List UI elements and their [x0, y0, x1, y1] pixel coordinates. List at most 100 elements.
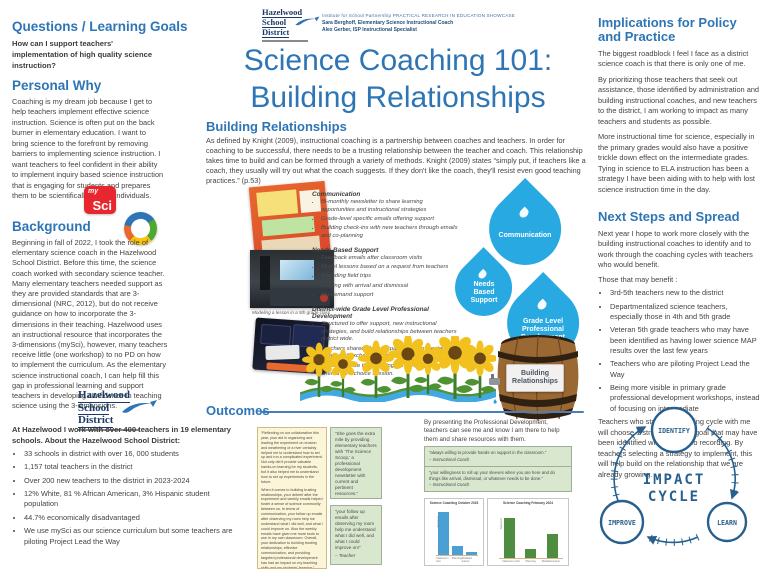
- water-drop-needs-based-support: Needs Based Support: [443, 247, 525, 329]
- implications-p2: By prioritizing those teachers that seek…: [598, 74, 760, 126]
- implications-heading: Implications for Policy and Practice: [598, 15, 737, 45]
- chart-plot-area: Teachers: [499, 507, 563, 559]
- questions-text: How can I support teachers' implementati…: [12, 38, 153, 70]
- poster-title: Science Coaching 101: Building Relations…: [206, 42, 590, 116]
- hazelwood-swoosh-icon: [295, 16, 320, 26]
- hazelwood-logo-line3: District: [78, 414, 114, 428]
- communication-list: Bi-monthly newsletter to share learning …: [312, 199, 458, 241]
- list-item: Being more visible in primary grade prof…: [610, 383, 760, 414]
- category-label: Modeled lesson: [541, 560, 560, 563]
- background-section: Background Beginning in fall of 2022, I …: [12, 219, 172, 412]
- newsletter-note-yellow: [256, 189, 299, 217]
- quote-text: “your follow up emails after observing m…: [335, 509, 376, 550]
- list-item: 1,157 total teachers in the district: [24, 462, 240, 472]
- classroom-screen: [280, 260, 314, 280]
- personal-why-heading: Personal Why: [12, 77, 102, 93]
- left-column: Questions / Learning Goals How can I sup…: [12, 19, 237, 202]
- district-stats-section: At Hazelwood I work with over 400 teache…: [12, 424, 240, 550]
- institute-line: Institute for School Partnership PRACTIC…: [322, 13, 516, 18]
- card-1: [260, 323, 292, 346]
- list-item: Departmentalized science teachers, espec…: [610, 302, 760, 323]
- list-item: 33 schools in district with over 16, 000…: [24, 449, 240, 459]
- mysci-logo-sci: Sci: [92, 198, 112, 213]
- method-heading-needs: Needs Based Support: [312, 246, 379, 254]
- classroom-detail: [320, 294, 328, 302]
- chart-categories: Classroom visit Planning Modeled lesson: [436, 557, 478, 563]
- method-heading-pd: District-wide Grade Level Professional D…: [312, 305, 429, 320]
- classroom-students: [270, 288, 330, 306]
- bar-modeled-lesson: [465, 551, 477, 555]
- list-item: Teachers who are piloting Project Lead t…: [610, 359, 760, 380]
- district-intro: At Hazelwood I work with over 400 teache…: [12, 425, 232, 445]
- list-item: Helping with arrival and dismissal: [321, 283, 458, 291]
- category-label: Classroom visit: [436, 557, 449, 563]
- quote-box-follow-up: “your follow up emails after observing m…: [330, 505, 382, 565]
- hazelwood-logo-line3: District: [262, 27, 290, 38]
- classroom-photo: [250, 250, 334, 308]
- drop-label-line: Professional: [521, 325, 564, 333]
- quote-text: “always willing to provide hands-on supp…: [429, 450, 547, 455]
- barrel-label-line1: Building: [521, 369, 549, 377]
- quote-text: “She goes the extra mile by providing el…: [335, 431, 377, 496]
- quote-box-hands-on: “always willing to provide hands-on supp…: [424, 446, 572, 467]
- drop-label-line: Communication: [498, 231, 552, 239]
- district-stats-list: 33 schools in district with over 16, 000…: [12, 449, 240, 547]
- barrel-label: Building Relationships: [506, 364, 564, 392]
- quote-attribution: – Teacher: [335, 552, 356, 558]
- bar-planning: [451, 545, 463, 555]
- hazelwood-tagline-bar: [78, 429, 140, 431]
- list-item: On-demand support: [321, 292, 458, 300]
- chart-plot-area: Teachers: [436, 507, 478, 556]
- quote-box-science-scoop: “She goes the extra mile by providing el…: [330, 427, 382, 499]
- building-relationships-intro: As defined by Knight (2009), instruction…: [206, 136, 586, 186]
- hazelwood-logo-line2: School: [78, 401, 110, 415]
- drop-label: Communication: [482, 186, 568, 272]
- category-label: Planning: [451, 557, 462, 560]
- background-text: Beginning in fall of 2022, I took the ro…: [12, 237, 168, 411]
- list-item: Grade-level specific emails offering sup…: [321, 216, 458, 224]
- identify-circle: [650, 406, 698, 454]
- needs-based-list: Feedback emails after classroom visits M…: [312, 255, 458, 300]
- mysci-logo: my Sci: [84, 186, 116, 214]
- list-item: Building check-ins with new teachers thr…: [321, 225, 458, 241]
- barrel-label-line2: Relationships: [512, 378, 558, 385]
- personal-why-text: Coaching is my dream job because I get t…: [12, 96, 164, 201]
- hazelwood-logo-left: Hazelwood School District: [78, 390, 158, 431]
- list-item: 12% White, 81 % African American, 3% His…: [24, 489, 240, 510]
- list-item: Bi-monthly newsletter to share learning …: [321, 199, 458, 215]
- hazelwood-tagline-bar: [262, 39, 308, 42]
- hazelwood-logo-line1: Hazelwood: [78, 389, 130, 403]
- chart-ylabel: Teachers: [436, 515, 440, 528]
- bar-classroom-visit: [437, 512, 449, 555]
- mysci-logo-my: my: [88, 188, 99, 195]
- list-item: Model lessons based on a request from te…: [321, 264, 458, 272]
- quote-box-roll-up-sleeves: “your willingness to roll up your sleeve…: [424, 466, 572, 492]
- newsletter-note-green: [261, 215, 315, 237]
- water-drop-communication: Communication: [473, 177, 577, 281]
- bar-planning: [525, 548, 537, 558]
- author-2: Alex Gerber, ISP Instructional Specialis…: [322, 27, 417, 33]
- quote-text: “your willingness to roll up your sleeve…: [429, 470, 555, 481]
- hazelwood-swoosh-icon: [122, 400, 157, 413]
- category-label: Modeled lesson: [461, 557, 472, 563]
- list-item: 3rd-5th teachers new to the district: [610, 288, 760, 298]
- identify-label: IDENTIFY: [658, 427, 690, 435]
- drop-label-line: Support: [470, 297, 498, 305]
- quote-attribution: – Instructional Coach: [429, 482, 470, 488]
- benefit-list: 3rd-5th teachers new to the district Dep…: [598, 288, 760, 414]
- header-text: Institute for School Partnership PRACTIC…: [322, 13, 582, 33]
- questions-heading: Questions / Learning Goals: [12, 19, 188, 34]
- pd-outcome-text: By presenting the Professional Developme…: [424, 419, 560, 443]
- category-label: Planning: [525, 560, 536, 563]
- bar-classroom-visit: [504, 517, 516, 558]
- background-heading: Background: [12, 219, 91, 234]
- method-heading-communication: Communication: [312, 191, 361, 198]
- impact-cycle-label-line1: IMPACT: [643, 472, 706, 488]
- bar-chart-october: Science Coaching October 2023 Teachers C…: [424, 498, 484, 566]
- quote-paragraph: When it comes to building trusting relat…: [261, 487, 323, 569]
- list-item: Over 200 new teachers to the district in…: [24, 476, 240, 486]
- classroom-figure: [260, 256, 270, 290]
- list-item: Veteran 5th grade teachers who may have …: [610, 325, 760, 356]
- drop-label-line: Based: [473, 289, 495, 297]
